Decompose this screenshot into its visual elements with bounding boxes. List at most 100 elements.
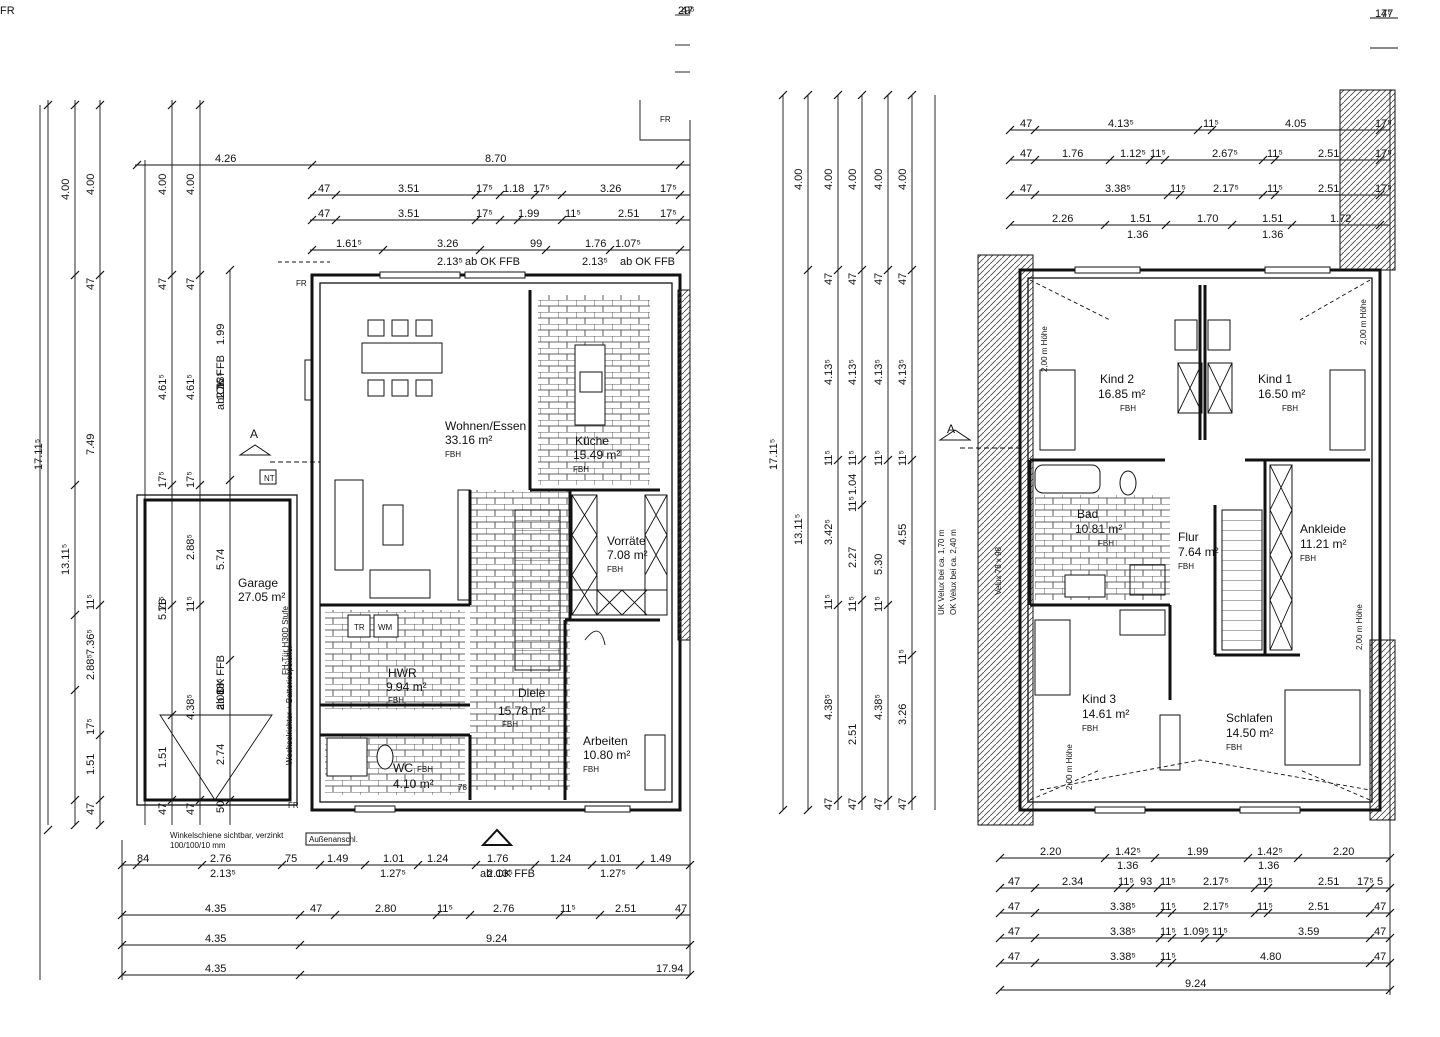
dimension-label: 47 [847,273,859,285]
room-area: 7.08 m² [607,548,648,562]
room-heat: FBH [1226,743,1242,752]
hoehe-label: 2,00 m Höhe [1065,744,1074,790]
dimension-label: 1.27⁵ [600,868,626,880]
aussenanschluss-box [305,832,351,846]
dimension-label: 3.38⁵ [1110,926,1136,938]
dimension-tick [413,860,423,870]
dimension-label: 1.42⁵ [1257,846,1283,858]
dimension-tick [541,245,551,255]
room-heat: FBH [502,720,518,729]
dimension-label: 1.76 [1062,148,1083,160]
dimension-tick [195,480,205,490]
upper-stairs [1221,509,1263,651]
room-heat: FBH [607,565,623,574]
dimension-label: 3.42⁵ [823,519,835,545]
dimension-label: 1.27⁵ [380,868,406,880]
dimension-tick [95,730,105,740]
dimension-label: 11⁵ [1203,118,1219,130]
dimension-tick [167,710,177,720]
tr-label: TR [354,623,365,632]
shower-upper [1129,564,1166,596]
dimension-label: 4.00 [85,174,97,195]
dimension-label: 5.76 [157,599,169,620]
sofa [334,479,364,571]
dimension-label: 4.00 [793,169,805,190]
entrance-marker-icon [480,828,514,846]
dimension-tick [331,190,341,200]
window-marks-ground [304,271,631,813]
dimension-tick [225,655,235,665]
dimension-label: 47 [1374,951,1386,963]
dimension-label: 11⁵ [1212,926,1228,938]
ankleide-wardrobe [1269,464,1293,651]
dimension-label: 11⁵ [847,450,859,466]
dimension-label: ab OK FFB [480,868,535,880]
fr-label: FR [288,801,299,810]
upper-floor-room-labels: Kind 2 16.85 m² FBH Kind 1 16.50 m² FBH … [937,299,1368,790]
upper-left-dimension-lines [782,95,936,810]
dimension-label: 5.30 [873,554,885,575]
dimension-label: 2.20 [1333,846,1354,858]
dimension-label: 3.26 [437,238,458,250]
dimension-tick [675,190,685,200]
toilet [376,744,394,770]
dimension-label: 1.70 [1197,213,1218,225]
nt-box [259,469,277,485]
ground-stairs [514,509,561,671]
aussenanschluss-label: Außenanschl. [309,835,358,844]
washer [373,614,399,638]
room-heat: FBH [573,465,589,474]
dimension-label: 11⁵ [1267,148,1283,160]
dimension-tick [378,245,388,255]
dimension-tick [70,685,80,695]
dimension-label: 47 [847,798,859,810]
dimension-label: 11⁵ [847,496,859,512]
roof-dashed-lines [1029,279,1371,801]
dimension-label: 17.11⁵ [33,439,45,470]
coffee-table [382,504,404,546]
dimension-label: 47 [1381,8,1393,20]
dimension-label: 3.51 [398,208,419,220]
room-name: WC [393,761,413,775]
dimension-label: 4.00 [823,169,835,190]
room-heat: FBH [417,765,433,774]
dimension-tick [295,910,305,920]
dimension-label: 47 [1008,876,1020,888]
dimension-label: 1.09⁵ [1183,926,1209,938]
dimension-tick [167,600,177,610]
dimension-tick [117,940,127,950]
room-area: 11.21 m² [1300,537,1346,551]
dimension-label: 17.94 [656,963,684,975]
fh-door-label: FH-Tür H30D Stufe [281,606,290,675]
dimension-label: 47 [310,903,322,915]
dimension-label: 1.76 [215,379,227,400]
dimension-label: 1.51 [157,747,169,768]
dimension-tick [225,265,235,275]
room-area: 16.50 m² [1258,387,1305,401]
dryer [347,614,371,638]
dimension-tick [195,795,205,805]
dimension-label: 5 [1377,876,1383,888]
dimension-label: 11⁵ [1150,148,1166,160]
dimension-label: 17⁵ [533,183,550,195]
dimension-label: 47 [1020,148,1032,160]
window-marks-upper [1074,266,1331,814]
room-heat: FBH [1098,539,1114,548]
dimension-label: 1.42⁵ [1115,846,1141,858]
dimension-tick [530,190,540,200]
dimension-label: 1.76 [585,238,606,250]
dimension-label: 47 [318,183,330,195]
dimension-ticks [43,90,1395,995]
room-area: 33.16 m² [445,433,492,447]
dimension-label: 11⁵ [873,450,885,466]
room-name: HWR [388,666,417,680]
work-desk [644,734,666,791]
dimension-label: 11⁵ [1170,183,1186,195]
dimension-label: 84 [137,853,149,865]
dimension-tick [70,795,80,805]
dimension-tick [495,215,505,225]
dimension-label: 2.51 [1318,183,1339,195]
dimension-tick [360,860,370,870]
dimension-tick [117,970,127,980]
dimension-label: 8.70 [485,153,506,165]
